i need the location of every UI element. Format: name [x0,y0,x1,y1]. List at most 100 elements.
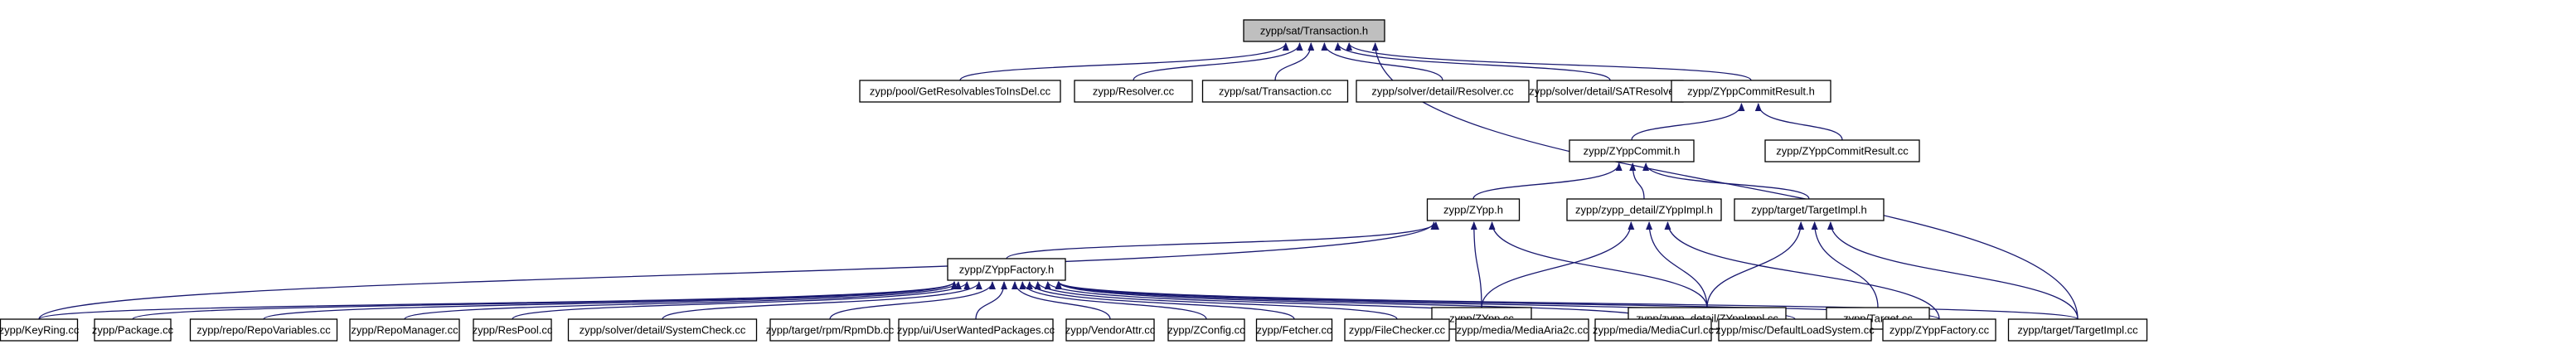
node-commitresult-h[interactable]: zypp/ZYppCommitResult.h [1671,80,1831,103]
node-box [859,80,1061,103]
node-vendorattr-cc[interactable]: zypp/VendorAttr.cc [1065,318,1156,342]
node-box [1671,80,1831,103]
edge-factory-h-to-zypp-h [1006,221,1439,259]
node-repomanager-cc[interactable]: zypp/RepoManager.cc [349,318,460,342]
node-label: zypp/sat/Transaction.h [1260,25,1368,37]
node-box [1536,80,1684,103]
node-label: zypp/solver/detail/SATResolver.cc [1529,85,1691,98]
node-transaction-cc[interactable]: zypp/sat/Transaction.cc [1201,80,1349,103]
node-label: zypp/ZYppFactory.cc [1890,324,1990,337]
edge-resolver-cc-to-transaction-h [1133,42,1303,81]
node-box [898,318,1054,342]
node-label: zypp/RepoManager.cc [351,324,458,337]
node-box [1734,198,1885,221]
node-mediaaria2c-cc[interactable]: zypp/media/MediaAria2c.cc [1455,318,1589,342]
node-label: zypp/sat/Transaction.cc [1219,85,1332,98]
edge-commit-h-to-commitresult-h [1631,103,1745,141]
node-label: zypp/ZYppCommit.h [1584,145,1681,158]
node-label: zypp/Fetcher.cc [1256,324,1332,337]
node-box [1243,19,1385,42]
edge-respool-cc-to-factory-h [512,281,971,320]
node-box [567,318,758,342]
edge-detail-resolver-cc-to-transaction-h [1321,42,1443,81]
node-box [1718,318,1872,342]
edge-getresolvables-to-transaction-h [959,42,1289,81]
edge-repovariables-cc-to-factory-h [263,281,958,320]
edge-zypp-h-to-commit-h [1472,162,1623,200]
node-box [1455,318,1589,342]
node-zconfig-cc[interactable]: zypp/ZConfig.cc [1167,318,1245,342]
edge-zypp-cc-to-zyppimpl-h [1481,221,1635,308]
node-box [473,318,552,342]
edge-userwanted-cc-to-factory-h [975,281,1008,320]
edge-zyppimpl-cc-to-zypp-h [1488,221,1708,308]
node-filechecker-cc[interactable]: zypp/FileChecker.cc [1344,318,1450,342]
node-label: zypp/Resolver.cc [1093,85,1175,98]
edge-fetcher-cc-to-factory-h [1026,281,1295,320]
edge-systemcheck-cc-to-factory-h [662,281,982,320]
edge-transaction-cc-to-transaction-h [1274,42,1315,81]
node-label: zypp/KeyRing.cc [0,324,80,337]
edge-targetimpl-cc-to-factory-h [1055,281,2079,320]
node-label: zypp/target/rpm/RpmDb.cc [766,324,895,337]
node-fetcher-cc[interactable]: zypp/Fetcher.cc [1255,318,1333,342]
node-userwanted-cc[interactable]: zypp/ui/UserWantedPackages.cc [897,318,1055,342]
node-label: zypp/ResPool.cc [473,324,553,337]
node-label: zypp/target/TargetImpl.h [1751,204,1866,216]
node-label: zypp/media/MediaAria2c.cc [1457,324,1589,337]
node-package-cc[interactable]: zypp/Package.cc [92,318,174,342]
edge-package-cc-to-factory-h [132,281,958,320]
node-rpmdb-cc[interactable]: zypp/target/rpm/RpmDb.cc [766,318,895,342]
node-getresolvables[interactable]: zypp/pool/GetResolvablesToInsDel.cc [859,80,1061,103]
node-label: zypp/FileChecker.cc [1349,324,1446,337]
node-box [1426,198,1521,221]
node-transaction-h[interactable]: zypp/sat/Transaction.h [1243,19,1385,42]
node-repovariables-cc[interactable]: zypp/repo/RepoVariables.cc [189,318,338,342]
node-box [1167,318,1245,342]
node-box [1201,80,1349,103]
node-systemcheck-cc[interactable]: zypp/solver/detail/SystemCheck.cc [567,318,758,342]
node-factory-cc[interactable]: zypp/ZYppFactory.cc [1882,318,1996,342]
edge-repomanager-cc-to-factory-h [404,281,962,320]
node-label: zypp/ZYpp.h [1443,204,1503,216]
node-box [1566,198,1722,221]
node-label: zypp/ZYppCommitResult.cc [1776,145,1909,158]
node-label: zypp/pool/GetResolvablesToInsDel.cc [870,85,1051,98]
node-label: zypp/zypp_detail/ZYppImpl.h [1575,204,1713,216]
node-box [947,258,1066,281]
node-commit-h[interactable]: zypp/ZYppCommit.h [1569,139,1695,162]
edge-target-cc-to-targetimpl-h [1811,221,1879,308]
node-mediacurl-cc[interactable]: zypp/media/MediaCurl.cc [1593,318,1714,342]
node-commitresult-cc[interactable]: zypp/ZYppCommitResult.cc [1764,139,1920,162]
node-zyppimpl-h[interactable]: zypp/zypp_detail/ZYppImpl.h [1566,198,1722,221]
edge-zconfig-cc-to-factory-h [1019,281,1207,320]
node-respool-cc[interactable]: zypp/ResPool.cc [473,318,553,342]
node-label: zypp/Package.cc [92,324,174,337]
node-label: zypp/media/MediaCurl.cc [1593,324,1714,337]
node-factory-h[interactable]: zypp/ZYppFactory.h [947,258,1066,281]
node-box [94,318,172,342]
edge-targetimpl-cc-to-targetimpl-h [1826,221,2079,320]
node-defaultload-cc[interactable]: zypp/misc/DefaultLoadSystem.cc [1715,318,1875,342]
node-satresolver-cc[interactable]: zypp/solver/detail/SATResolver.cc [1529,80,1691,103]
node-detail-resolver-cc[interactable]: zypp/solver/detail/Resolver.cc [1356,80,1530,103]
edge-zyppimpl-cc-to-zyppimpl-h [1646,221,1708,308]
node-box [769,318,890,342]
edge-mediacurl-cc-to-factory-h [1055,281,1654,320]
node-box [1344,318,1450,342]
node-label: zypp/ZConfig.cc [1167,324,1245,337]
node-resolver-cc[interactable]: zypp/Resolver.cc [1074,80,1193,103]
node-box [2007,318,2148,342]
node-targetimpl-cc[interactable]: zypp/target/TargetImpl.cc [2007,318,2148,342]
edge-zyppimpl-h-to-commit-h [1629,162,1645,200]
edge-filechecker-cc-to-factory-h [1034,281,1398,320]
node-label: zypp/repo/RepoVariables.cc [196,324,331,337]
node-targetimpl-h[interactable]: zypp/target/TargetImpl.h [1734,198,1885,221]
edge-targetimpl-h-to-commit-h [1642,162,1810,200]
edge-factory-cc-to-zyppimpl-h [1664,221,1940,320]
node-box [1764,139,1920,162]
node-box [1356,80,1530,103]
node-keyring-cc[interactable]: zypp/KeyRing.cc [0,318,80,342]
node-label: zypp/ZYppFactory.h [959,264,1054,276]
node-zypp-h[interactable]: zypp/ZYpp.h [1426,198,1521,221]
